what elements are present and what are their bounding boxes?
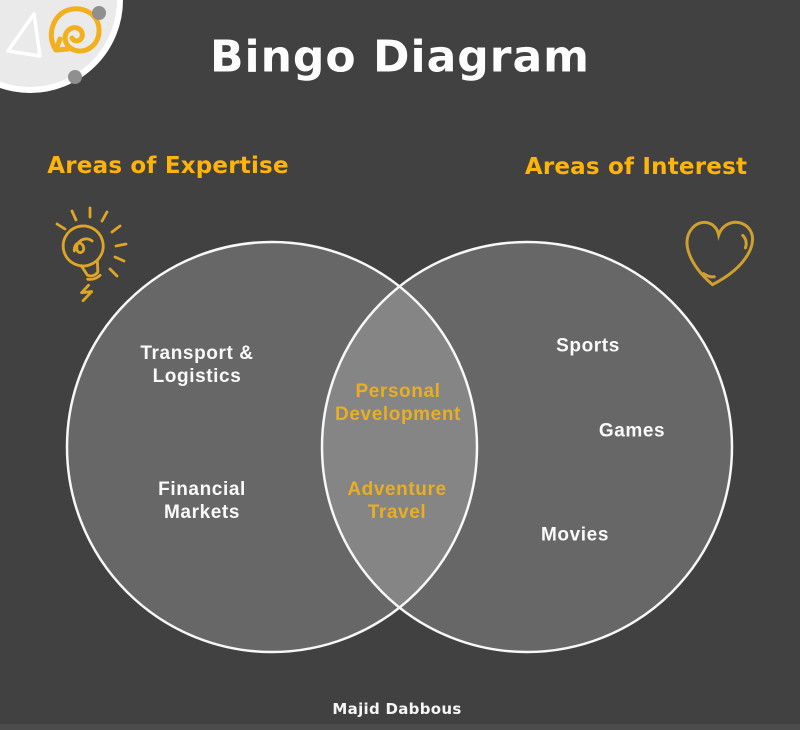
label-transport-logistics: Transport & Logistics <box>140 343 253 389</box>
label-line: Adventure <box>347 479 447 501</box>
author-credit: Majid Dabbous <box>332 700 462 718</box>
left-circle <box>65 240 479 654</box>
page-title: Bingo Diagram <box>209 31 591 83</box>
badge-dot <box>92 6 106 20</box>
heart-icon <box>685 220 754 287</box>
label-line: Travel <box>367 502 427 523</box>
right-heading: Areas of Interest <box>524 154 748 180</box>
left-heading: Areas of Expertise <box>47 153 289 179</box>
label-movies: Movies <box>540 524 610 546</box>
label-line: Markets <box>163 502 241 523</box>
lightbulb-icon <box>55 206 128 303</box>
bottom-edge-strip <box>0 724 800 730</box>
label-line: Transport & <box>140 343 254 365</box>
label-personal-development: Personal Development <box>335 381 461 427</box>
triangle-icon <box>6 12 42 58</box>
label-adventure-travel: Adventure Travel <box>347 479 446 525</box>
label-sports: Sports <box>556 335 620 357</box>
undo-swirl-icon <box>48 6 102 54</box>
label-financial-markets: Financial Markets <box>158 479 246 525</box>
label-line: Personal <box>355 381 441 403</box>
label-line: Financial <box>158 479 246 501</box>
badge-dot <box>68 70 82 84</box>
label-games: Games <box>598 420 666 442</box>
right-circle <box>320 240 734 654</box>
corner-badge <box>0 0 123 93</box>
label-line: Logistics <box>152 366 242 387</box>
label-line: Development <box>335 404 461 425</box>
